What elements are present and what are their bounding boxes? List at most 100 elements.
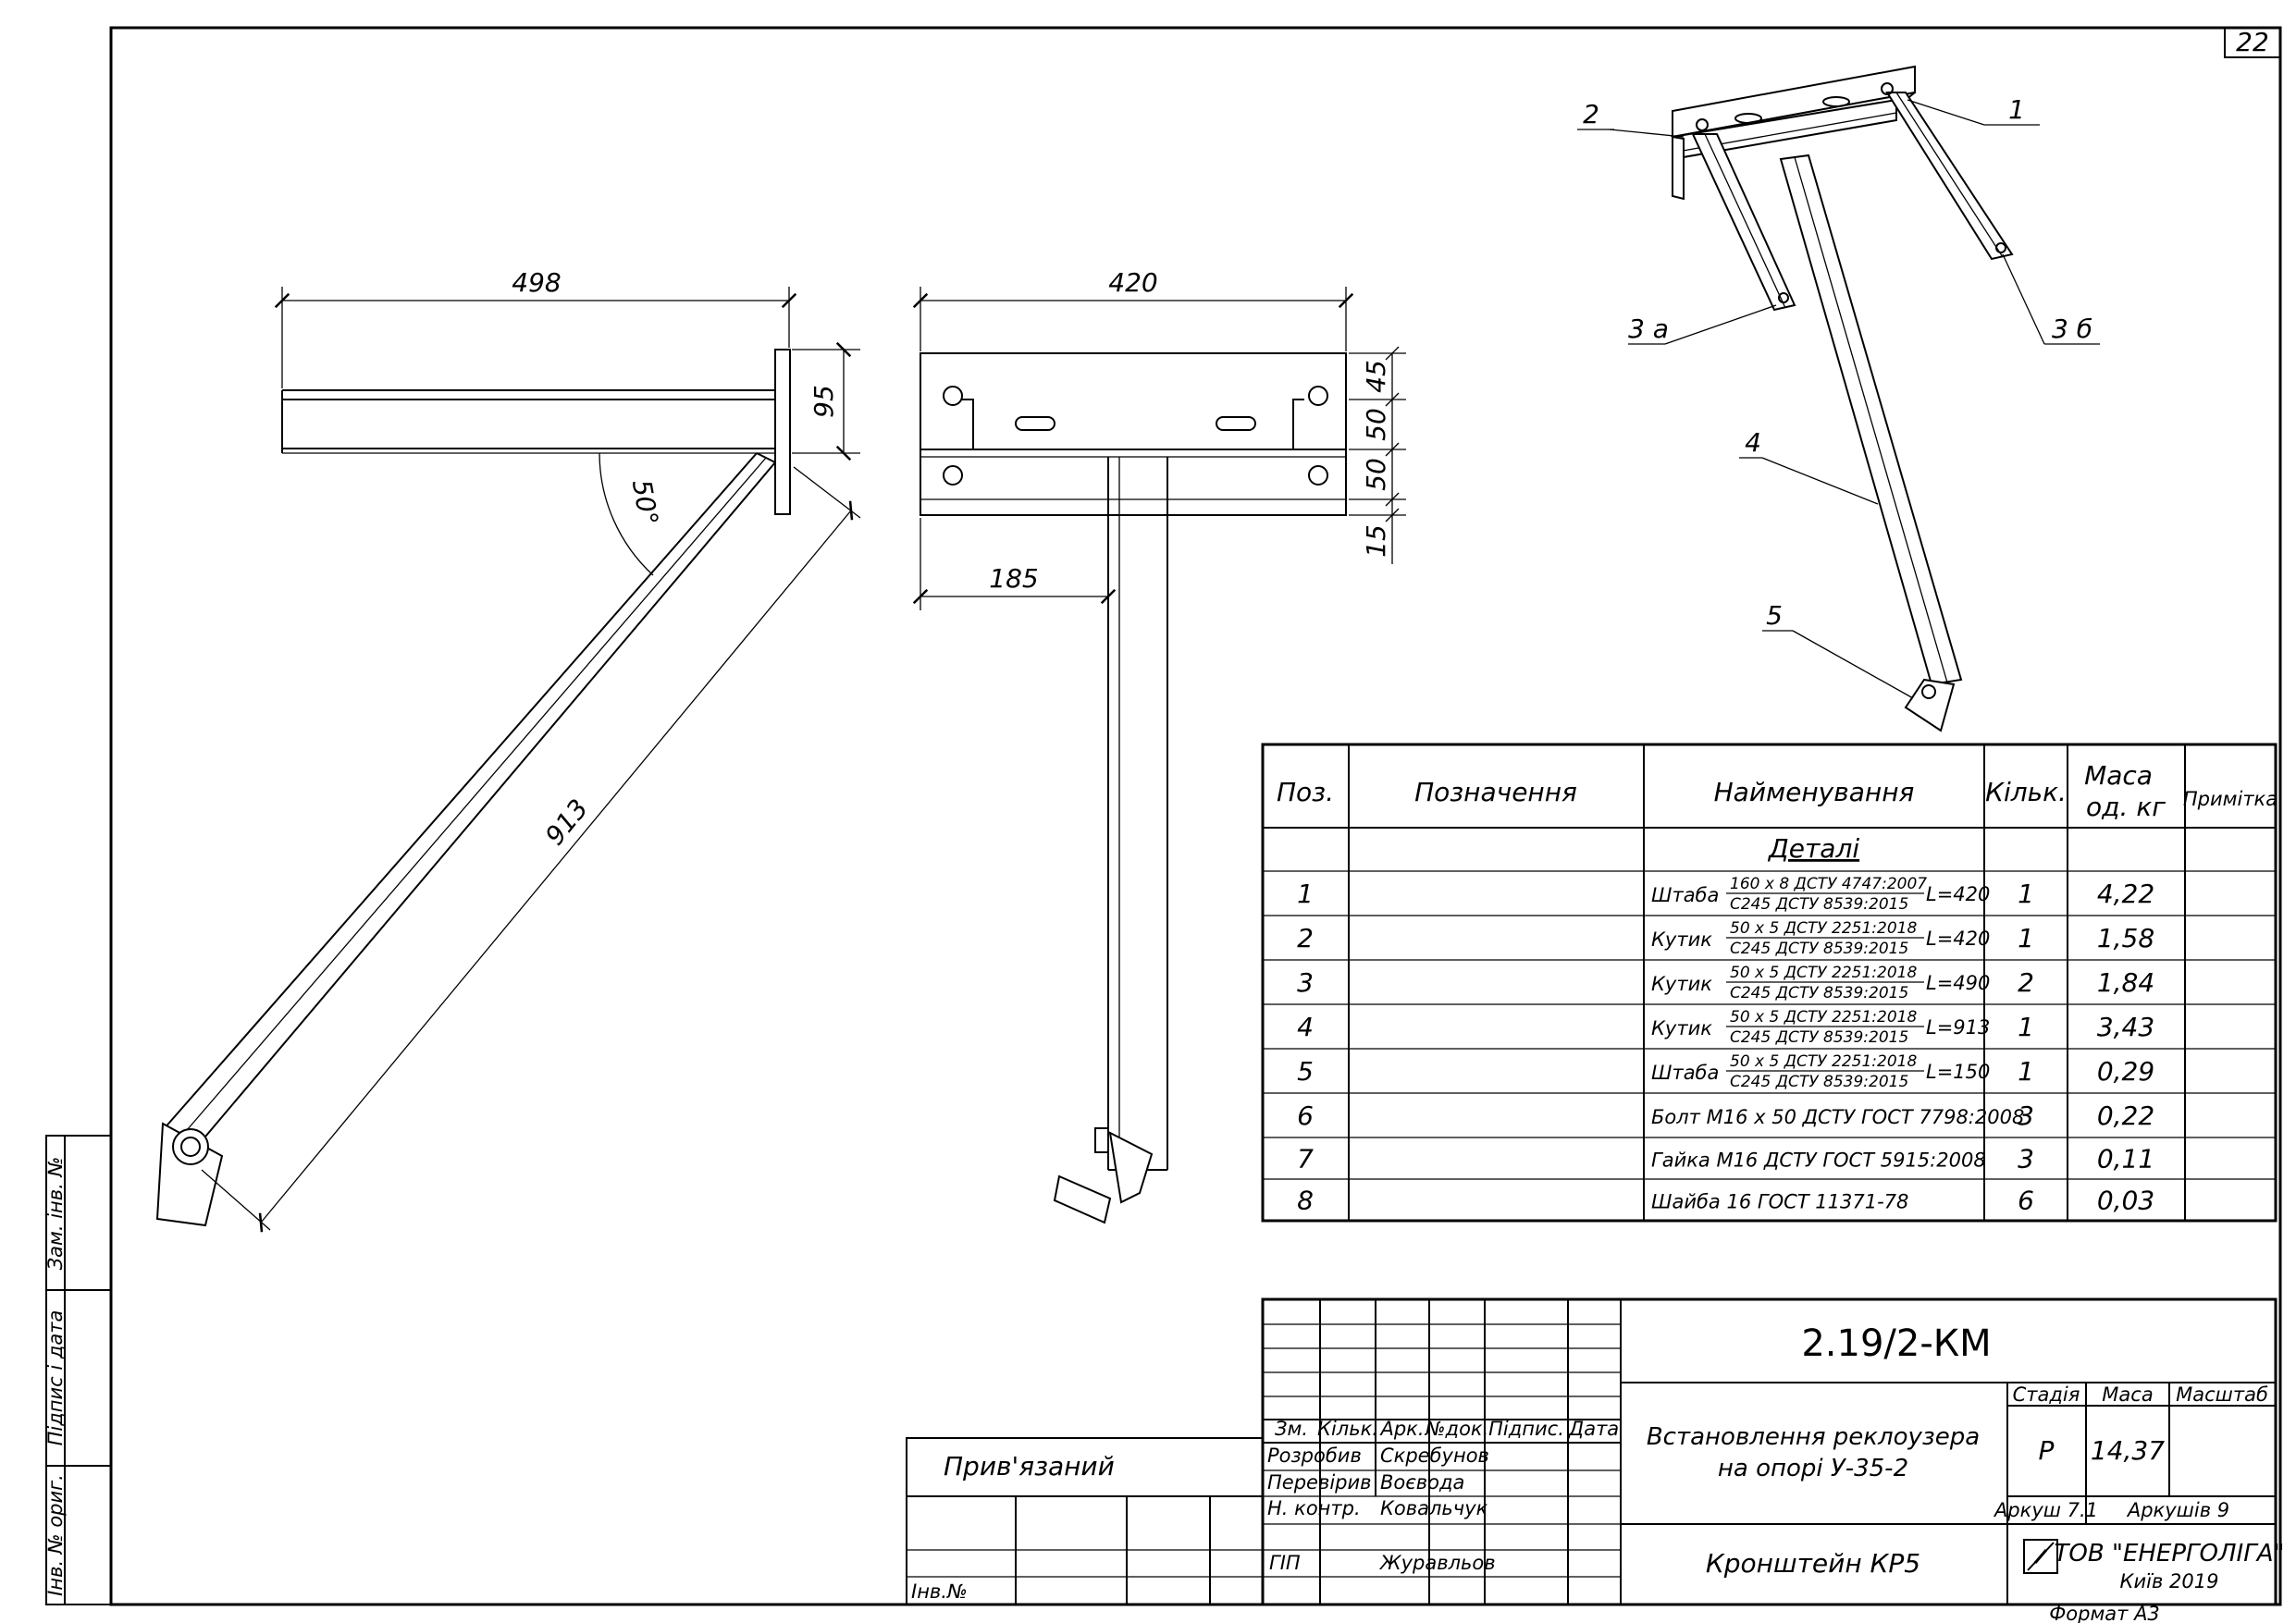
project-title-line-2: на опорі У-35-2 [1718, 1455, 1908, 1482]
spec-profile: 50 х 5 ДСТУ 2251:2018 [1730, 1052, 1917, 1071]
col-header-pidpys: Підпис. [1488, 1418, 1564, 1440]
spec-mass: 0,29 [2097, 1056, 2154, 1087]
col-header-kilk: Кільк. [1317, 1418, 1378, 1440]
spec-length: L=150 [1926, 1061, 1990, 1083]
stage-value: Р [2039, 1435, 2055, 1466]
spec-row: 7 Гайка М16 ДСТУ ГОСТ 5915:2008 3 0,11 [1297, 1144, 2154, 1174]
dim-side-height: 95 [809, 385, 839, 418]
company-name: ТОВ "ЕНЕРГОЛІГА" [2055, 1540, 2285, 1568]
role-checker: Перевірив [1267, 1471, 1372, 1494]
spec-length: L=420 [1926, 928, 1990, 950]
spec-mass: 4,22 [2097, 879, 2154, 909]
spec-mass: 1,84 [2097, 967, 2154, 998]
callout-3b: 3 б [2052, 314, 2092, 344]
spec-qty: 3 [2018, 1100, 2034, 1131]
side-view [155, 287, 861, 1233]
callout-1: 1 [2008, 94, 2025, 125]
callout-2: 2 [1583, 99, 1599, 129]
name-developer: Скребунов [1380, 1445, 1489, 1467]
spec-table [1261, 743, 2277, 1223]
spec-header-name: Найменування [1714, 777, 1915, 807]
title-block [906, 1297, 2277, 1606]
dim-front-row-1: 45 [1361, 360, 1391, 393]
spec-mass: 0,11 [2097, 1144, 2154, 1174]
spec-header-mass-unit: од. кг [2086, 792, 2166, 822]
project-title-line-1: Встановлення реклоузера [1647, 1423, 1980, 1451]
col-header-data: Дата [1568, 1418, 1619, 1440]
stamp-pidpys: Підпис і дата [44, 1310, 67, 1446]
spec-profile: 50 х 5 ДСТУ 2251:2018 [1730, 919, 1917, 938]
spec-qty: 6 [2018, 1186, 2034, 1216]
spec-header-note: Примітка [2183, 788, 2277, 810]
spec-length: L=420 [1926, 883, 1990, 905]
spec-pos: 3 [1297, 967, 1314, 998]
spec-item-name: Болт М16 х 50 ДСТУ ГОСТ 7798:2008 [1651, 1106, 2024, 1128]
mass-label: Маса [2102, 1383, 2153, 1406]
sheets-label: Аркушів 9 [2126, 1499, 2229, 1521]
spec-steel-grade: С245 ДСТУ 8539:2015 [1730, 895, 1908, 914]
spec-qty: 2 [2018, 967, 2034, 998]
front-view [912, 287, 1406, 1224]
spec-steel-grade: С245 ДСТУ 8539:2015 [1730, 940, 1908, 958]
dim-front-row-4: 15 [1361, 524, 1391, 558]
name-gip: Журавльов [1378, 1552, 1496, 1574]
spec-qty: 3 [2018, 1144, 2034, 1174]
inv-no-label: Інв.№ [911, 1580, 968, 1603]
company-city-year: Київ 2019 [2120, 1570, 2219, 1592]
name-checker: Воєвода [1380, 1471, 1464, 1494]
spec-item-name: Кутик [1651, 928, 1712, 951]
dim-front-width: 420 [1108, 267, 1157, 298]
pryviazanyi-label: Прив'язаний [944, 1451, 1115, 1482]
spec-header-qty: Кільк. [1985, 777, 2067, 807]
spec-qty: 1 [2018, 1012, 2034, 1042]
callout-4: 4 [1745, 427, 1761, 458]
spec-steel-grade: С245 ДСТУ 8539:2015 [1730, 1073, 1908, 1091]
stage-label: Стадія [2013, 1383, 2080, 1406]
name-norm-control: Ковальчук [1380, 1497, 1488, 1519]
spec-item-name: Гайка М16 ДСТУ ГОСТ 5915:2008 [1651, 1150, 1986, 1172]
dim-side-width: 498 [512, 267, 561, 298]
stamp-zam-inv: Зам. інв. № [44, 1157, 67, 1271]
spec-mass: 1,58 [2097, 923, 2154, 953]
dim-side-brace-length: 913 [539, 793, 594, 851]
spec-header-mass: Маса [2084, 760, 2153, 791]
spec-item-name: Штаба [1651, 1062, 1719, 1084]
spec-item-name: Кутик [1651, 973, 1712, 995]
dim-side-angle: 50° [626, 477, 664, 528]
spec-header-designation: Позначення [1414, 777, 1577, 807]
spec-pos: 4 [1297, 1012, 1314, 1042]
sheet-number: 22 [2236, 27, 2269, 57]
spec-steel-grade: С245 ДСТУ 8539:2015 [1730, 984, 1908, 1002]
col-header-ndok: №док. [1425, 1418, 1489, 1440]
spec-pos: 7 [1297, 1144, 1314, 1174]
isometric-view [1577, 65, 2100, 732]
spec-item-name: Кутик [1651, 1017, 1712, 1039]
dim-front-row-2: 50 [1361, 408, 1391, 441]
spec-mass: 0,22 [2097, 1100, 2154, 1131]
col-header-zm: Зм. [1275, 1418, 1308, 1440]
spec-pos: 6 [1297, 1100, 1314, 1131]
stamp-inv-orig: Інв. № ориг. [44, 1474, 67, 1596]
spec-steel-grade: С245 ДСТУ 8539:2015 [1730, 1028, 1908, 1047]
format-label: Формат А3 [2049, 1603, 2160, 1623]
spec-item-name: Штаба [1651, 884, 1719, 906]
sheet-label: Аркуш 7.1 [1993, 1499, 2098, 1521]
spec-mass: 3,43 [2097, 1012, 2154, 1042]
role-developer: Розробив [1267, 1445, 1362, 1467]
spec-pos: 5 [1297, 1056, 1314, 1087]
doc-code: 2.19/2-КМ [1801, 1322, 1991, 1365]
spec-pos: 1 [1297, 879, 1314, 909]
drawing-title: Кронштейн КР5 [1706, 1548, 1920, 1579]
spec-pos: 8 [1297, 1186, 1314, 1216]
spec-pos: 2 [1297, 923, 1314, 953]
role-gip: ГІП [1269, 1552, 1301, 1574]
spec-length: L=913 [1926, 1016, 1990, 1039]
spec-header-pos: Поз. [1277, 777, 1334, 807]
spec-profile: 50 х 5 ДСТУ 2251:2018 [1730, 1008, 1917, 1027]
dim-front-offset: 185 [989, 563, 1038, 594]
